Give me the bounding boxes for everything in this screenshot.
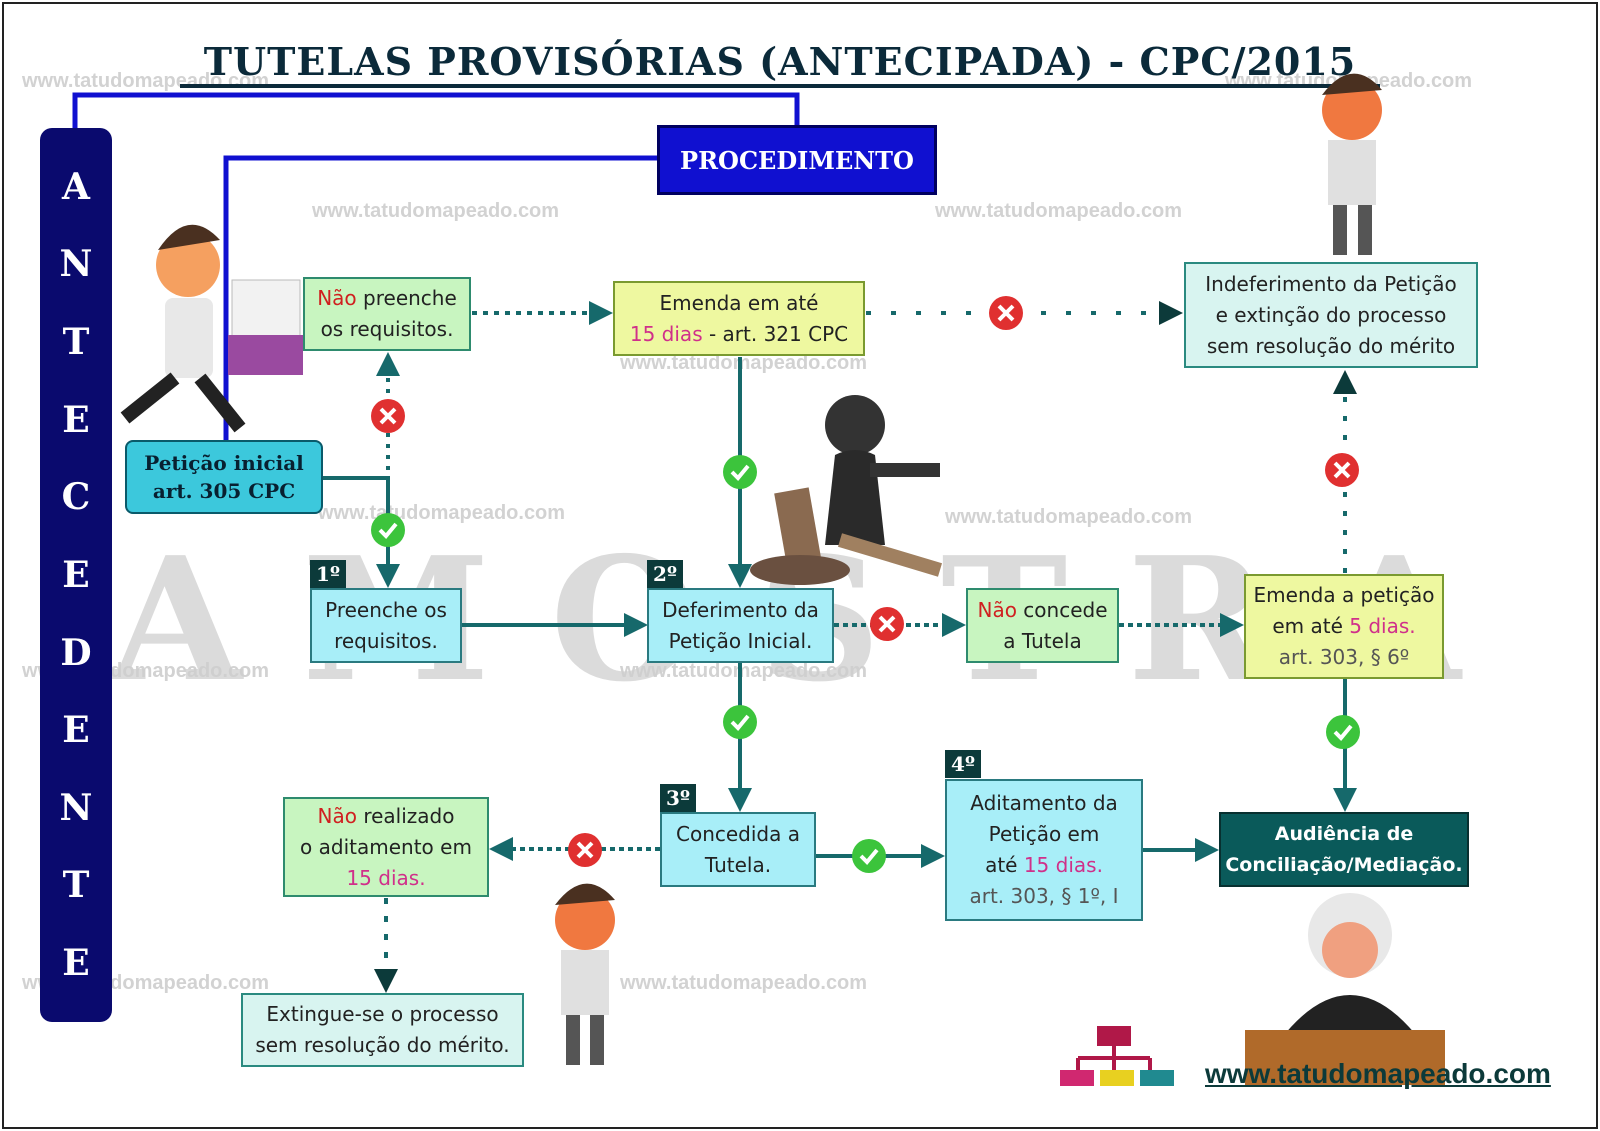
side-letter: E [62,398,90,441]
box-text: em até [1272,614,1350,638]
stressed-man-illustration [555,883,615,1065]
watermark: www.tatudomapeado.com [935,200,1183,222]
box-text: Petição inicial [144,451,304,475]
logo-icon [1060,1026,1174,1086]
box-text: Emenda a petição [1253,583,1435,607]
check-icons [371,455,1360,873]
nao-realizado-box: Não realizado o aditamento em 15 dias. [283,797,489,897]
running-man-illustration [120,224,303,433]
step-number: 3º [660,784,696,812]
side-letter: T [62,321,90,364]
box-text: até [985,853,1024,877]
stressed-man-illustration [1322,73,1382,255]
box-text: Conciliação/Mediação. [1225,853,1463,876]
box-text: a Tutela [1003,628,1082,653]
step4-aditamento-box: Aditamento da Petição em até 15 dias. ar… [945,779,1143,921]
deadline-text: 5 dias. [1349,614,1416,638]
negation-text: Não [977,597,1017,622]
box-text: Petição em [988,822,1100,846]
emenda-5-dias-box: Emenda a petição em até 5 dias. art. 303… [1244,574,1444,679]
negation-text: Não [317,286,357,310]
side-letter: N [59,243,93,286]
deadline-text: 15 dias [629,321,703,346]
box-text: Tutela. [704,852,772,877]
step-number: 2º [647,560,683,588]
box-text: e extinção do processo [1215,302,1447,327]
side-letter: E [62,709,90,752]
article-text: art. 303, § 1º, I [969,884,1119,908]
antecedente-side-label: A N T E C E D E N T E [40,128,112,1022]
box-text: - art. 321 CPC [702,321,849,346]
peticao-inicial-box: Petição inicial art. 305 CPC [125,440,323,514]
box-text: sem resolução do mérito [1206,333,1456,358]
box-text: realizado [356,803,455,828]
box-text: o aditamento em [300,834,472,859]
deadline-text: 15 dias. [1023,853,1103,877]
audiencia-box: Audiência de Conciliação/Mediação. [1219,812,1469,887]
check-icon [852,839,886,873]
box-text: art. 305 CPC [152,479,296,503]
check-icon [371,513,405,547]
check-icon [1326,715,1360,749]
side-letter: A [62,165,90,208]
watermark: www.tatudomapeado.com [312,200,560,222]
extingue-box: Extingue-se o processo sem resolução do … [241,993,524,1067]
watermark: www.tatudomapeado.com [620,660,868,682]
footer-url[interactable]: www.tatudomapeado.com [1205,1058,1551,1089]
step-number: 4º [945,750,981,778]
check-icon [723,705,757,739]
side-letter: D [60,631,92,674]
cross-icon [568,833,602,867]
step-number: 1º [310,560,346,588]
box-text: preenche [356,286,457,310]
box-text: Extingue-se o processo [266,1002,499,1026]
box-text: Concedida a [676,821,800,846]
blue-connector [72,92,800,130]
box-text: os requisitos. [320,317,454,341]
cross-icon [1325,453,1359,487]
box-text: Deferimento da [662,597,819,622]
nao-preenche-box: Não preenche os requisitos. [303,277,471,351]
procedimento-box: PROCEDIMENTO [657,125,937,195]
box-text: Indeferimento da Petição [1205,271,1457,296]
step3-concedida-box: Concedida a Tutela. [660,812,816,887]
side-letter: T [62,864,90,907]
box-text: Emenda em até [659,290,819,315]
negation-text: Não [317,803,357,828]
side-letter: N [59,786,93,829]
cross-icons [371,296,1359,867]
side-letter: E [62,553,90,596]
box-text: Aditamento da [970,791,1118,815]
emenda-15-dias-box: Emenda em até 15 dias - art. 321 CPC [613,281,865,356]
step2-deferimento-box: Deferimento da Petição Inicial. [647,588,834,663]
page-title: TUTELAS PROVISÓRIAS (ANTECIPADA) - CPC/2… [180,40,1380,88]
box-text: Petição Inicial. [668,628,813,653]
judge-illustration [1245,893,1445,1085]
step1-preenche-box: Preenche os requisitos. [310,588,462,663]
article-text: art. 303, § 6º [1278,645,1410,669]
box-text: concede [1016,597,1108,622]
side-letter: E [62,942,90,985]
deadline-text: 15 dias. [346,865,426,890]
box-text: Preenche os [325,597,447,622]
watermark: www.tatudomapeado.com [945,506,1193,528]
cross-icon [870,607,904,641]
side-letter: C [61,476,91,519]
gavel-figure-illustration [750,395,943,585]
box-text: sem resolução do mérito. [255,1033,510,1057]
watermark: www.tatudomapeado.com [620,352,868,374]
blue-connector [223,155,657,440]
watermark: www.tatudomapeado.com [620,972,868,994]
cross-icon [371,399,405,433]
check-icon [723,455,757,489]
nao-concede-box: Não concede a Tutela [966,588,1119,663]
cross-icon [989,296,1023,330]
box-text: Audiência de [1274,822,1414,845]
box-text: requisitos. [334,628,438,653]
indeferimento-box: Indeferimento da Petição e extinção do p… [1184,262,1478,368]
